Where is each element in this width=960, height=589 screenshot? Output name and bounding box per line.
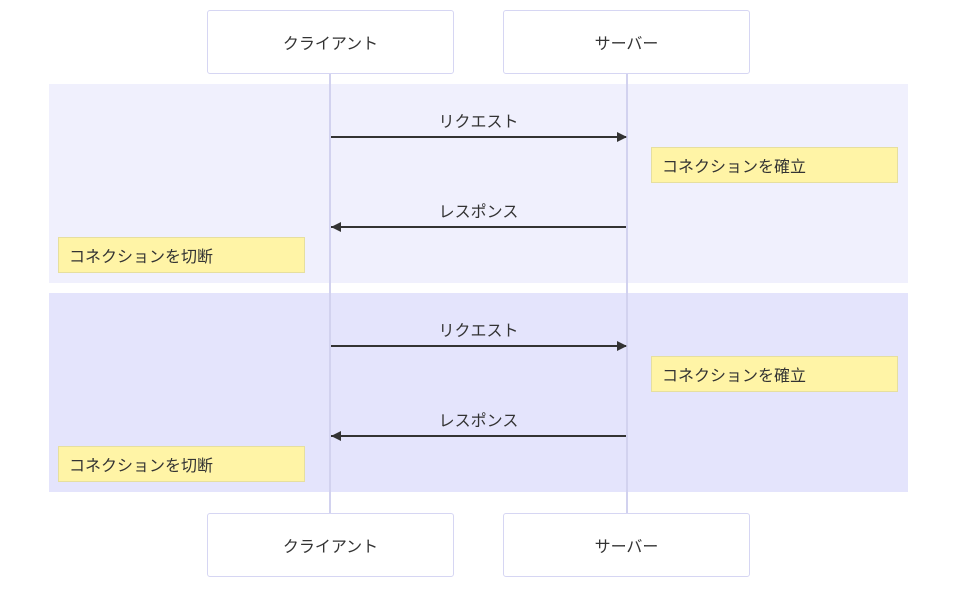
client-actor-label: クライアント — [282, 34, 379, 53]
message-line — [331, 226, 626, 228]
arrowhead-left-icon — [331, 222, 341, 232]
message-line — [331, 435, 626, 437]
message-line — [331, 345, 626, 347]
server-actor-top: サーバー — [503, 10, 750, 74]
note-close-connection-1: コネクションを切断 — [58, 237, 305, 273]
server-lifeline — [626, 74, 628, 513]
message-label: レスポンス — [438, 411, 519, 430]
message-label: リクエスト — [438, 321, 519, 340]
note-establish-connection-2: コネクションを確立 — [651, 356, 898, 392]
message-response-1: レスポンス — [331, 202, 626, 232]
note-text: コネクションを切断 — [69, 456, 214, 475]
message-response-2: レスポンス — [331, 411, 626, 441]
message-request-2: リクエスト — [331, 321, 627, 351]
arrowhead-right-icon — [617, 132, 627, 142]
message-request-1: リクエスト — [331, 112, 627, 142]
server-actor-label: サーバー — [594, 34, 659, 53]
message-line — [331, 136, 626, 138]
server-actor-bottom: サーバー — [503, 513, 750, 577]
arrowhead-right-icon — [617, 341, 627, 351]
arrowhead-left-icon — [331, 431, 341, 441]
client-lifeline — [329, 74, 331, 513]
note-establish-connection-1: コネクションを確立 — [651, 147, 898, 183]
note-text: コネクションを切断 — [69, 247, 214, 266]
note-text: コネクションを確立 — [662, 157, 807, 176]
client-actor-top: クライアント — [207, 10, 454, 74]
note-close-connection-2: コネクションを切断 — [58, 446, 305, 482]
client-actor-bottom: クライアント — [207, 513, 454, 577]
server-actor-label: サーバー — [594, 537, 659, 556]
client-actor-label: クライアント — [282, 537, 379, 556]
message-label: リクエスト — [438, 112, 519, 131]
note-text: コネクションを確立 — [662, 366, 807, 385]
message-label: レスポンス — [438, 202, 519, 221]
